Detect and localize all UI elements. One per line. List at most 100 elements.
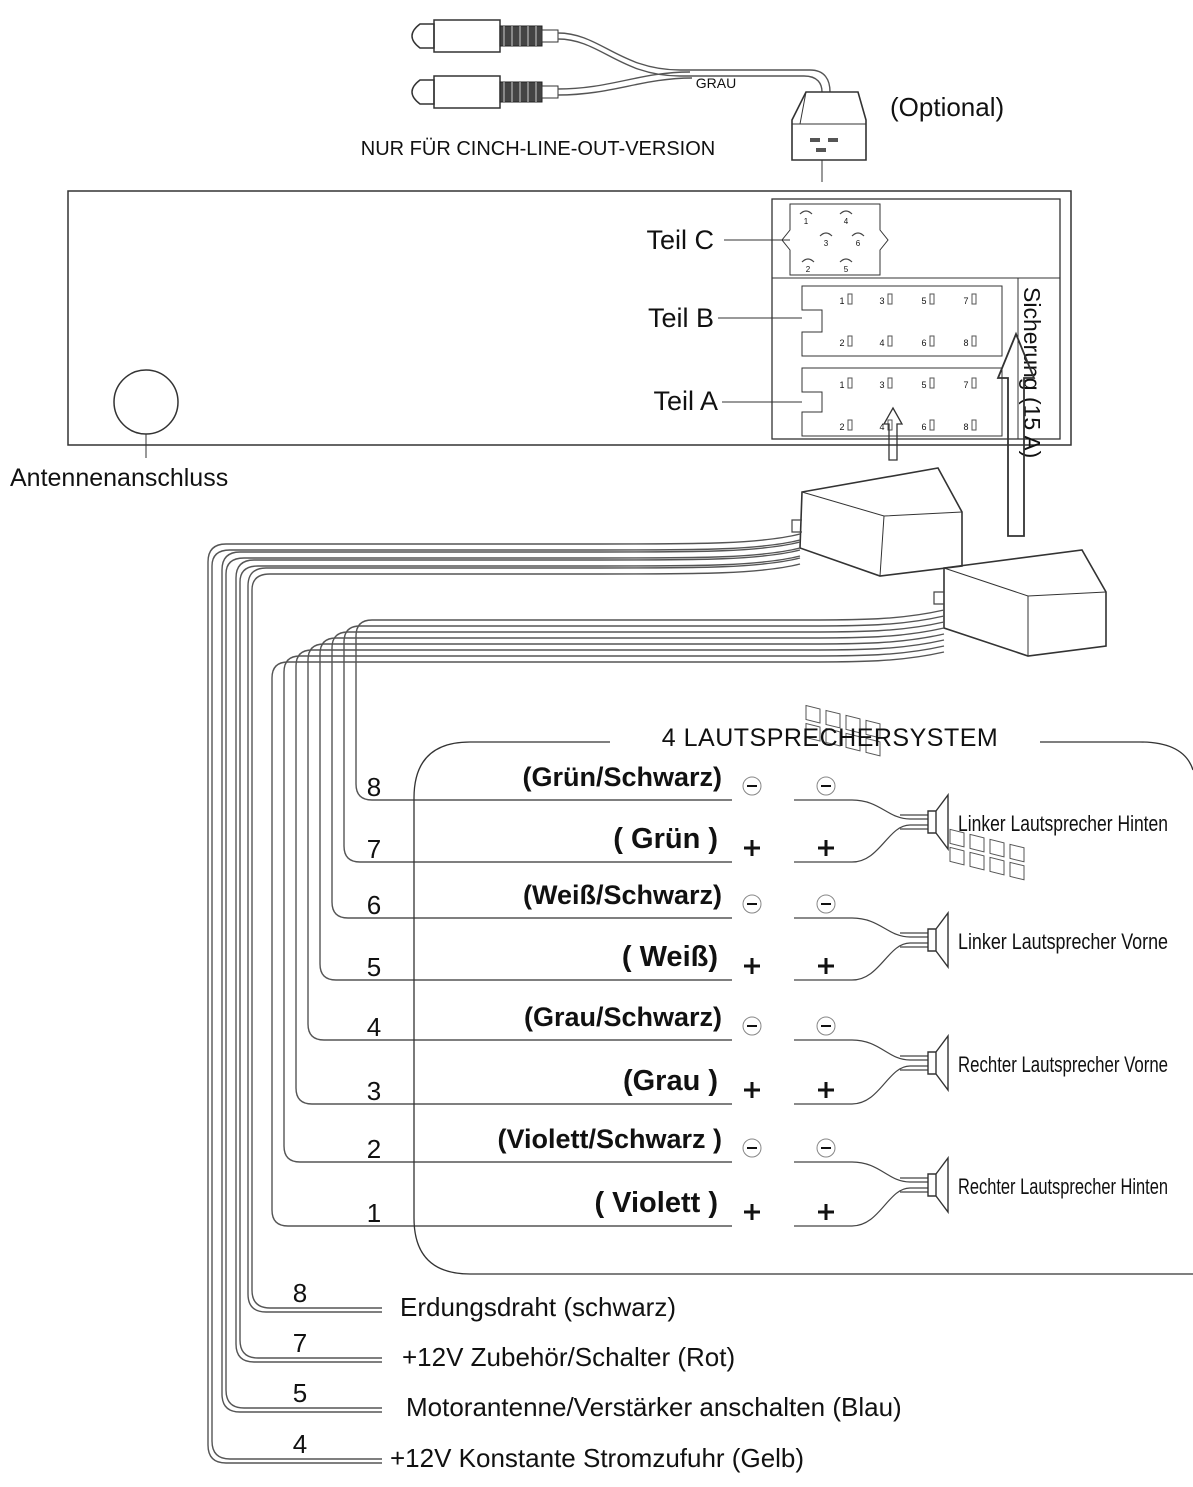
- minus-icon: [816, 1016, 836, 1036]
- power-wire-pin-number: 7: [293, 1328, 307, 1358]
- speaker-system: 4 LAUTSPRECHERSYSTEM 8(Grün/Schwarz)7( G…: [367, 724, 1193, 1275]
- plug-cell: [865, 719, 881, 739]
- part-b-pin: 1: [839, 293, 853, 306]
- plug-cell: [825, 727, 841, 747]
- power-wire-row: 4+12V Konstante Stromzufuhr (Gelb): [293, 1429, 804, 1473]
- part-c-pin: 5: [839, 258, 853, 274]
- power-wire-bundle: [207, 533, 801, 1464]
- power-wire-pin-number: 4: [293, 1429, 307, 1459]
- part-a-pin-number: 2: [839, 422, 844, 432]
- part-c-pin-number: 3: [824, 239, 829, 248]
- part-a-pin: 3: [879, 377, 893, 390]
- speaker-label: Rechter Lautsprecher Vorne: [958, 1052, 1168, 1077]
- speaker-wire-row: 5( Weiß): [367, 941, 852, 982]
- speaker-wire: [355, 609, 945, 801]
- speaker-wire-color-label: (Grau ): [623, 1065, 718, 1097]
- speaker-wire-row: 2(Violett/Schwarz ): [367, 1124, 852, 1164]
- speaker-wire-color-label: (Grau/Schwarz): [524, 1002, 722, 1032]
- speaker-wire-row: 4(Grau/Schwarz): [367, 1002, 852, 1042]
- part-c-pin: 3: [819, 232, 833, 248]
- speaker-icon: [927, 910, 949, 970]
- part-b-pin-number: 2: [839, 338, 844, 348]
- minus-icon: [742, 1138, 762, 1158]
- part-b-pin: 5: [921, 293, 935, 306]
- part-c-pin: 2: [801, 258, 815, 274]
- power-wire-label: Motorantenne/Verstärker anschalten (Blau…: [406, 1392, 902, 1422]
- part-a-connector: 1 3 5 7 2 4 6 8: [801, 367, 1003, 437]
- speaker-wire: [319, 627, 945, 981]
- part-a-pin-number: 6: [921, 422, 926, 432]
- plug-cell: [845, 732, 861, 752]
- power-wire: [235, 549, 801, 1363]
- part-c-pin-number: 1: [804, 217, 809, 226]
- part-b-pin: 8: [963, 335, 977, 348]
- speaker-label: Rechter Lautsprecher Hinten: [958, 1174, 1168, 1199]
- speaker-wire-pin-number: 7: [367, 834, 381, 864]
- antenna-label: Antennenanschluss: [10, 464, 228, 492]
- part-b-pin-number: 6: [921, 338, 926, 348]
- speaker-icon: [927, 1033, 949, 1093]
- power-wire: [221, 541, 801, 1413]
- head-unit-chassis: [67, 190, 1072, 446]
- part-a-label: Teil A: [653, 386, 718, 416]
- minus-icon: [742, 894, 762, 914]
- plug-cell: [949, 828, 965, 848]
- plug-cell: [969, 851, 985, 871]
- speaker-wire-color-label: (Violett/Schwarz ): [497, 1124, 722, 1154]
- part-b-pin-number: 7: [963, 296, 968, 306]
- plus-icon: [744, 1204, 760, 1220]
- optional-label: (Optional): [890, 92, 1004, 122]
- plus-icon: [818, 1082, 834, 1098]
- part-b-pin-number: 1: [839, 296, 844, 306]
- plus-icon: [818, 958, 834, 974]
- plug-cell: [1009, 843, 1025, 863]
- rca-cable: GRAU (Optional) NUR FÜR CINCH-LINE-OUT-V…: [361, 19, 1004, 182]
- part-b-pin-number: 5: [921, 296, 926, 306]
- rca-wire-color-label: GRAU: [696, 75, 736, 91]
- cinch-version-note: NUR FÜR CINCH-LINE-OUT-VERSION: [361, 138, 715, 160]
- plug-cell: [865, 737, 881, 757]
- part-b-pin-number: 8: [963, 338, 968, 348]
- part-a-pin-number: 3: [879, 380, 884, 390]
- part-c-pin: 1: [799, 210, 813, 226]
- power-wire-label: Erdungsdraht (schwarz): [400, 1292, 676, 1322]
- antenna-socket-icon: [113, 369, 179, 435]
- part-a-pin-number: 4: [879, 422, 884, 432]
- plug-cell: [989, 856, 1005, 876]
- plug-cell: [805, 704, 821, 724]
- part-a-arrow-icon: [882, 406, 904, 461]
- part-a-pin: 5: [921, 377, 935, 390]
- part-a-pin: 7: [963, 377, 977, 390]
- minus-icon: [742, 1016, 762, 1036]
- minus-icon: [816, 1138, 836, 1158]
- speaker-wire-color-label: (Grün/Schwarz): [522, 762, 722, 792]
- plug-cell: [805, 722, 821, 742]
- part-a-pin-number: 1: [839, 380, 844, 390]
- part-a-pin: 8: [963, 419, 977, 432]
- plus-icon: [744, 1082, 760, 1098]
- part-b-pin: 6: [921, 335, 935, 348]
- speaker-label: Linker Lautsprecher Hinten: [958, 811, 1168, 836]
- speaker-wire-pin-number: 6: [367, 890, 381, 920]
- iso-connector-panel: [771, 198, 1061, 440]
- part-c-pin: 4: [839, 210, 853, 226]
- speaker-wire: [271, 651, 945, 1227]
- part-a-pin-number: 5: [921, 380, 926, 390]
- part-b-label: Teil B: [648, 303, 714, 333]
- part-b-pin: 3: [879, 293, 893, 306]
- plug-cell: [825, 709, 841, 729]
- speaker: Linker Lautsprecher Vorne: [851, 910, 1168, 981]
- speaker-icon: [927, 1155, 949, 1215]
- minus-icon: [742, 776, 762, 796]
- fuse-arrow-icon: [996, 331, 1036, 537]
- plus-icon: [744, 840, 760, 856]
- plus-icon: [818, 840, 834, 856]
- rca-plug-lower: [411, 75, 559, 109]
- part-b-connector: 1 3 5 7 2 4 6 8: [801, 285, 1003, 357]
- part-c-pin-number: 5: [844, 265, 849, 274]
- part-b-pin: 4: [879, 335, 893, 348]
